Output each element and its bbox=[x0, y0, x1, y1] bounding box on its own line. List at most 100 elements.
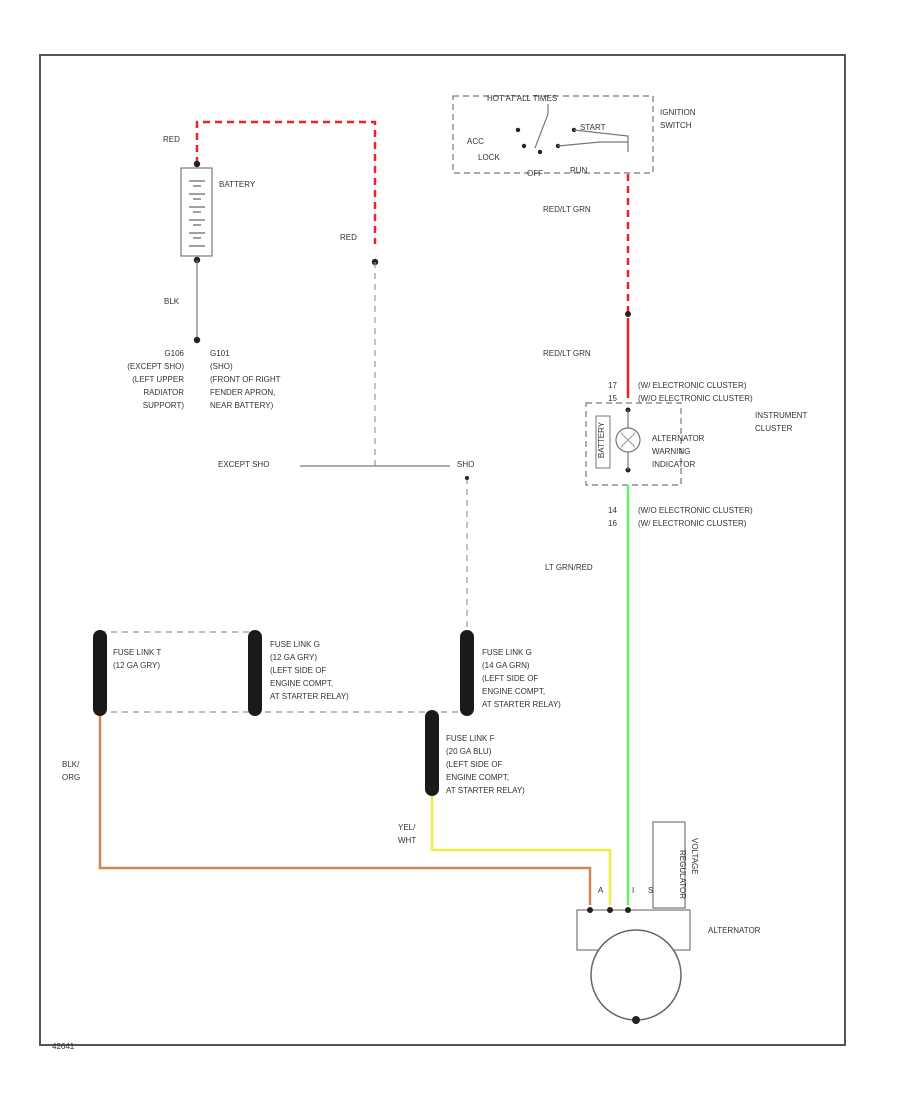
ignition-pos-lock: LOCK bbox=[478, 153, 500, 162]
red-lt-grn-connector bbox=[625, 311, 631, 317]
ignition-contact-acc bbox=[515, 127, 521, 133]
fuse-f-line-5: AT STARTER RELAY) bbox=[446, 786, 525, 795]
regulator-note-1: VOLTAGE bbox=[690, 838, 699, 875]
alternator-body bbox=[590, 929, 682, 1021]
fuse-f-line-3: (LEFT SIDE OF bbox=[446, 760, 502, 769]
yel-wht-wire bbox=[430, 796, 612, 905]
ground-labels: G106 (EXCEPT SHO) (LEFT UPPER RADIATOR S… bbox=[127, 349, 280, 410]
ignition-wiper bbox=[534, 113, 549, 149]
diagram-frame bbox=[39, 54, 846, 1046]
ground-g106-line-1: G106 bbox=[164, 349, 184, 358]
battery-label: BATTERY bbox=[219, 180, 256, 189]
alternator-pin-s: S bbox=[648, 886, 653, 895]
ground-g101-line-3: (FRONT OF RIGHT bbox=[210, 375, 281, 384]
instrument-cluster-box bbox=[585, 402, 682, 486]
battery-cells bbox=[189, 180, 205, 247]
wire-label-red-lt-grn-bottom: RED/LT GRN bbox=[543, 349, 591, 358]
ground-g106-line-2: (EXCEPT SHO) bbox=[127, 362, 184, 371]
branch-left-label: EXCEPT SHO bbox=[218, 460, 269, 469]
wire-label-blk-org-2: ORG bbox=[62, 773, 80, 782]
lamp-filament-icon bbox=[620, 432, 636, 448]
wire-label-yel-wht-1: YEL/ bbox=[398, 823, 416, 832]
fuse-link-g-12ga bbox=[248, 630, 262, 716]
fuse-g-line-2: (12 GA GRY) bbox=[270, 653, 317, 662]
cluster-bottom-pin-14: 14 bbox=[608, 506, 617, 515]
alternator-pin-a: A bbox=[598, 886, 604, 895]
wire-label-lt-grn-red: LT GRN/RED bbox=[545, 563, 593, 572]
fuse-g-line-4: ENGINE COMPT, bbox=[270, 679, 333, 688]
ignition-switch-label-2: SWITCH bbox=[660, 121, 692, 130]
ignition-cluster-wire: RED/LT GRN RED/LT GRN bbox=[543, 174, 631, 398]
fuse-g-line-1: FUSE LINK G bbox=[270, 640, 320, 649]
ground-g101-line-2: (SHO) bbox=[210, 362, 233, 371]
branch-right-label: SHO bbox=[457, 460, 474, 469]
red-wire-battery-top bbox=[195, 120, 377, 244]
red-drop-branch: RED EXCEPT SHO SHO bbox=[218, 233, 474, 628]
alternator: VOLTAGE REGULATOR A I S ALTERNATOR bbox=[576, 821, 761, 1024]
wire-label-yel-wht-2: WHT bbox=[398, 836, 416, 845]
fuse-g2-line-3: (LEFT SIDE OF bbox=[482, 674, 538, 683]
battery-positive-terminal bbox=[193, 160, 201, 168]
fuse-g-line-5: AT STARTER RELAY) bbox=[270, 692, 349, 701]
alternator-terminal-a bbox=[587, 907, 593, 913]
ignition-run-line bbox=[557, 141, 628, 147]
instrument-cluster: 17 15 (W/ ELECTRONIC CLUSTER) (W/O ELECT… bbox=[585, 381, 808, 528]
battery-wire-top-label: RED bbox=[163, 135, 180, 144]
ground-point bbox=[193, 336, 201, 344]
fuse-links: FUSE LINK T (12 GA GRY) FUSE LINK G (12 … bbox=[93, 630, 561, 796]
fuse-t-line-2: (12 GA GRY) bbox=[113, 661, 160, 670]
indicator-label-3: INDICATOR bbox=[652, 460, 695, 469]
alternator-pin-i: I bbox=[632, 886, 634, 895]
ground-g101-line-5: NEAR BATTERY) bbox=[210, 401, 274, 410]
ground-g101-line-1: G101 bbox=[210, 349, 230, 358]
ground-g106-line-4: RADIATOR bbox=[143, 388, 184, 397]
cluster-top-note-2: (W/O ELECTRONIC CLUSTER) bbox=[638, 394, 753, 403]
ignition-switch-box bbox=[452, 95, 654, 174]
fuse-g2-line-4: ENGINE COMPT, bbox=[482, 687, 545, 696]
ignition-output-line bbox=[573, 129, 629, 152]
ignition-contact-off bbox=[537, 149, 543, 155]
ignition-pos-run: RUN bbox=[570, 166, 588, 175]
alternator-label: ALTERNATOR bbox=[708, 926, 761, 935]
voltage-regulator-block bbox=[652, 821, 686, 909]
ground-g106-line-5: SUPPORT) bbox=[143, 401, 185, 410]
fuse-f-line-4: ENGINE COMPT, bbox=[446, 773, 509, 782]
ignition-contact-lock bbox=[521, 143, 527, 149]
fuse-link-t bbox=[93, 630, 107, 716]
cluster-battery-block bbox=[595, 415, 611, 469]
ignition-switch: HOT AT ALL TIMES IGNITION SWITCH ACC LOC… bbox=[452, 94, 696, 178]
red-drop-label: RED bbox=[340, 233, 357, 242]
fuse-g2-line-2: (14 GA GRN) bbox=[482, 661, 530, 670]
indicator-label-1: ALTERNATOR bbox=[652, 434, 705, 443]
cluster-top-note-1: (W/ ELECTRONIC CLUSTER) bbox=[638, 381, 747, 390]
wire-label-red-lt-grn-top: RED/LT GRN bbox=[543, 205, 591, 214]
ground-g106-line-3: (LEFT UPPER bbox=[132, 375, 184, 384]
fuse-g-line-3: (LEFT SIDE OF bbox=[270, 666, 326, 675]
indicator-label-2: WARNING bbox=[652, 447, 690, 456]
cluster-bottom-note-2: (W/ ELECTRONIC CLUSTER) bbox=[638, 519, 747, 528]
fuse-f-line-1: FUSE LINK F bbox=[446, 734, 495, 743]
cluster-side-label: BATTERY bbox=[597, 421, 606, 458]
fuse-f-line-2: (20 GA BLU) bbox=[446, 747, 492, 756]
sho-feed-splice bbox=[465, 476, 469, 480]
ignition-hot-label: HOT AT ALL TIMES bbox=[487, 94, 557, 103]
ignition-pos-start: START bbox=[580, 123, 606, 132]
cluster-label-1: INSTRUMENT bbox=[755, 411, 808, 420]
fuse-g2-line-1: FUSE LINK G bbox=[482, 648, 532, 657]
wire-label-blk-org-1: BLK/ bbox=[62, 760, 80, 769]
alternator-terminal-s bbox=[607, 907, 613, 913]
ignition-switch-label-1: IGNITION bbox=[660, 108, 696, 117]
ignition-pos-acc: ACC bbox=[467, 137, 484, 146]
cluster-bottom-pin-16: 16 bbox=[608, 519, 617, 528]
ground-g101-line-4: FENDER APRON, bbox=[210, 388, 275, 397]
fuse-g2-line-5: AT STARTER RELAY) bbox=[482, 700, 561, 709]
cluster-label-2: CLUSTER bbox=[755, 424, 793, 433]
cluster-top-pin-17: 17 bbox=[608, 381, 617, 390]
fuse-t-line-1: FUSE LINK T bbox=[113, 648, 161, 657]
alternator-ground-terminal bbox=[632, 1016, 640, 1024]
battery-wire-bottom-label: BLK bbox=[164, 297, 180, 306]
cluster-bottom-note-1: (W/O ELECTRONIC CLUSTER) bbox=[638, 506, 753, 515]
ignition-pos-off: OFF bbox=[527, 169, 543, 178]
alternator-terminal-i bbox=[625, 907, 631, 913]
